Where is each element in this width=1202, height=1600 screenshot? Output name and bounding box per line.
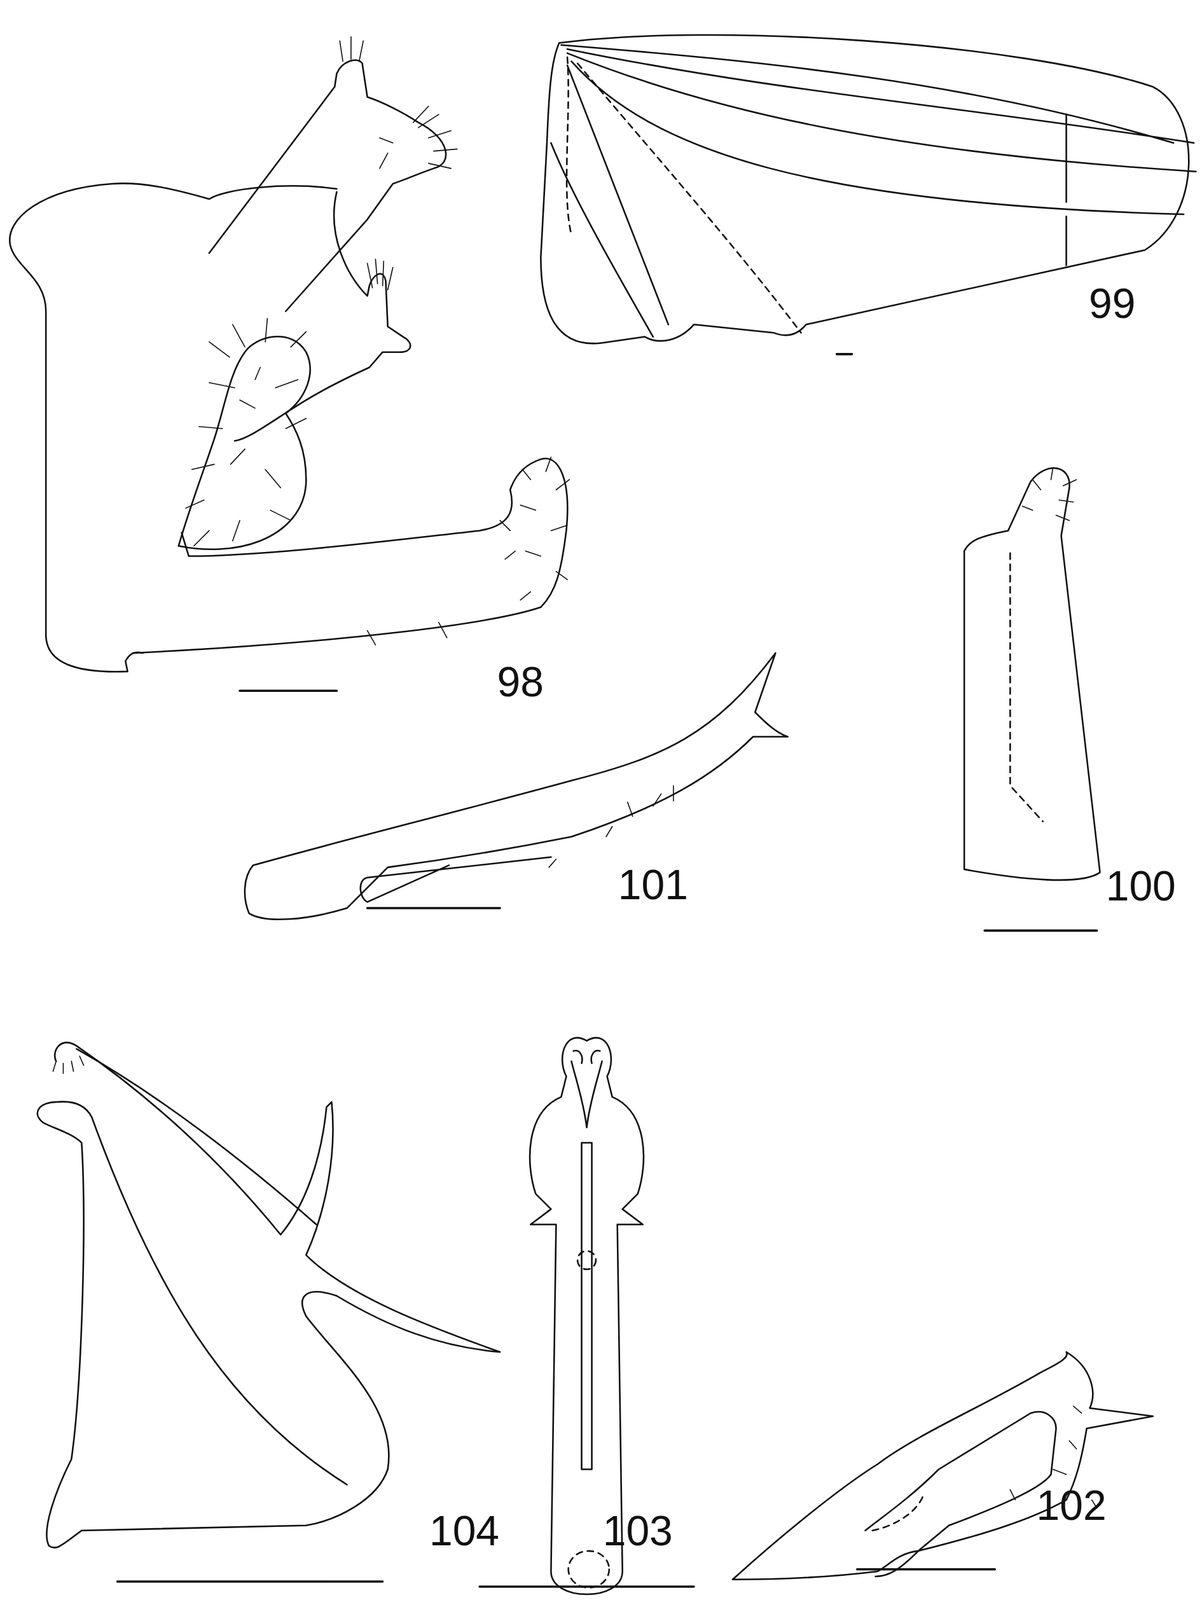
scale-bar	[836, 352, 853, 356]
harpago-setae	[367, 457, 570, 645]
veins	[550, 45, 1196, 338]
scale-bar	[367, 906, 501, 910]
anal-veins	[566, 57, 801, 333]
central-rod	[581, 1142, 593, 1470]
spines	[367, 259, 394, 291]
apical-lobes	[571, 1050, 602, 1128]
aedeagus-piece	[865, 1411, 1057, 1577]
setae	[548, 786, 674, 868]
cercus	[209, 59, 446, 311]
basal-ring	[568, 1551, 610, 1589]
inner-line	[360, 857, 552, 903]
phallus-dorsal	[479, 1037, 694, 1595]
figure-number: 102	[1036, 1484, 1107, 1527]
scale-bar	[239, 690, 337, 693]
phallus-lateral	[37, 1042, 500, 1582]
scale-bar	[984, 929, 1097, 933]
lobe-setae	[185, 318, 306, 547]
scale-bar	[857, 1568, 996, 1571]
inner-line	[76, 1048, 317, 1225]
figure-number: 99	[1088, 282, 1136, 325]
setae	[1022, 467, 1077, 521]
forewing	[540, 34, 1196, 355]
appendage-ventral	[964, 467, 1100, 931]
harpago-lateral	[244, 653, 788, 920]
tergite-outline	[9, 183, 337, 672]
inner-line	[872, 1495, 924, 1531]
figure-number: 101	[618, 863, 689, 906]
figure-number: 103	[602, 1509, 673, 1552]
hairy-lobe	[178, 336, 311, 550]
harpago-outline	[732, 1352, 1154, 1580]
figure-number: 104	[429, 1509, 500, 1552]
harpago	[132, 458, 568, 654]
harpago-dorsal	[732, 1352, 1154, 1580]
gonopore	[577, 1250, 596, 1270]
figure-number: 100	[1105, 864, 1176, 907]
harpago-outline	[244, 653, 788, 920]
apical-spines	[52, 1056, 84, 1074]
setae	[339, 36, 458, 169]
scale-bar	[479, 1585, 694, 1589]
scale-bar	[117, 1580, 383, 1583]
wing-outline	[540, 34, 1189, 344]
inner-ridge	[1009, 553, 1043, 822]
male-terminalia-lateral	[9, 36, 570, 691]
appendage-outline	[964, 468, 1100, 881]
phallic-arm-upper	[54, 1042, 500, 1470]
figure-number: 98	[497, 660, 544, 703]
inferior-appendage-upper	[234, 192, 411, 441]
phallic-arm-lower	[37, 1101, 388, 1548]
